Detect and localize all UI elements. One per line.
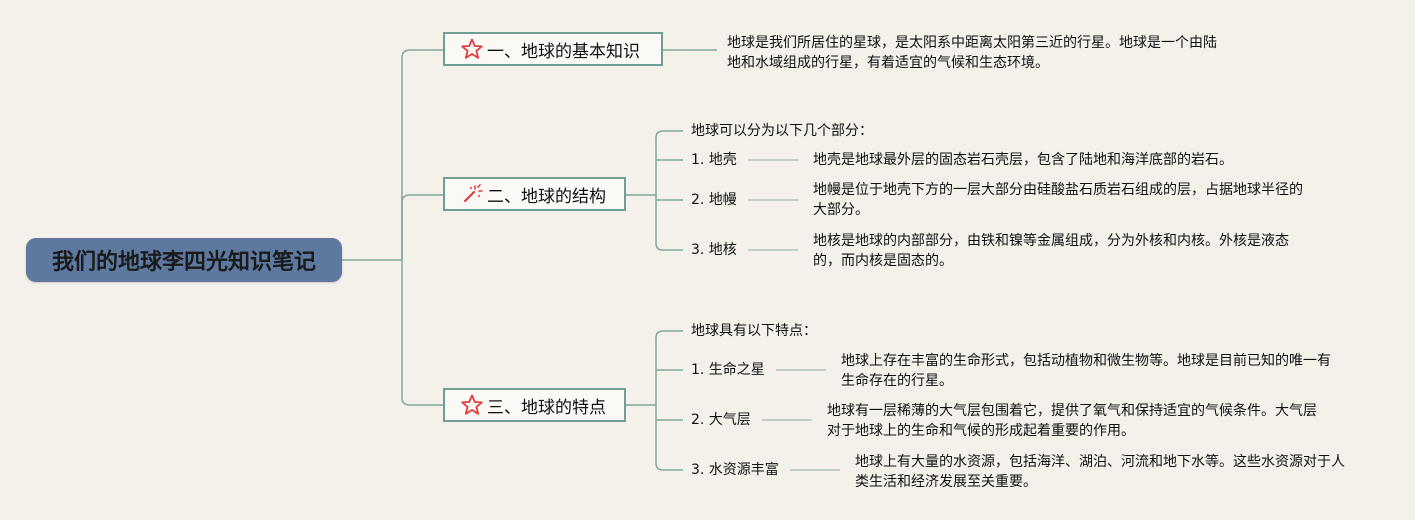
- branch-label: 一、地球的基本知识: [487, 41, 640, 62]
- desc-line: 类生活和经济发展至关重要。: [855, 474, 1037, 490]
- structure-intro[interactable]: 地球可以分为以下几个部分：: [691, 123, 873, 139]
- desc-line: 生命存在的行星。: [841, 373, 953, 389]
- core-description[interactable]: 地核是地球的内部部分，由铁和镍等金属组成，分为外核和内核。外核是液态 的，而内核…: [813, 231, 1333, 271]
- root-title: 我们的地球李四光知识笔记: [51, 250, 316, 275]
- desc-line: 对于地球上的生命和气候的形成起着重要的作用。: [827, 423, 1135, 439]
- desc-line: 地球有一层稀薄的大气层包围着它，提供了氧气和保持适宜的气候条件。大气层: [827, 403, 1317, 419]
- star-of-life-description[interactable]: 地球上存在丰富的生命形式，包括动植物和微生物等。地球是目前已知的唯一有 生命存在…: [841, 351, 1361, 391]
- leaf-star-of-life[interactable]: 1. 生命之星: [691, 362, 765, 378]
- atmosphere-description[interactable]: 地球有一层稀薄的大气层包围着它，提供了氧气和保持适宜的气候条件。大气层 对于地球…: [827, 401, 1347, 441]
- desc-line: 地球上存在丰富的生命形式，包括动植物和微生物等。地球是目前已知的唯一有: [841, 353, 1331, 369]
- branch-label: 三、地球的特点: [487, 397, 606, 418]
- leaf-core[interactable]: 3. 地核: [691, 242, 737, 258]
- root-topic[interactable]: 我们的地球李四光知识笔记: [26, 238, 342, 282]
- branch-basic-knowledge[interactable]: 一、地球的基本知识: [443, 32, 663, 66]
- features-intro[interactable]: 地球具有以下特点：: [691, 323, 817, 339]
- branch-label: 二、地球的结构: [487, 186, 606, 207]
- desc-line: 大部分。: [813, 202, 869, 218]
- branch-structure[interactable]: 二、地球的结构: [443, 177, 626, 211]
- star-icon: [459, 36, 485, 62]
- desc-line: 地幔是位于地壳下方的一层大部分由硅酸盐石质岩石组成的层，占据地球半径的: [813, 182, 1303, 198]
- leaf-water-resources[interactable]: 3. 水资源丰富: [691, 462, 779, 478]
- leaf-crust[interactable]: 1. 地壳: [691, 152, 737, 168]
- desc-line: 地和水域组成的行星，有着适宜的气候和生态环境。: [727, 55, 1049, 71]
- magic-wand-icon: [459, 181, 485, 207]
- desc-line: 的，而内核是固态的。: [813, 253, 953, 269]
- desc-line: 地壳是地球最外层的固态岩石壳层，包含了陆地和海洋底部的岩石。: [813, 152, 1233, 168]
- branch-features[interactable]: 三、地球的特点: [443, 388, 626, 422]
- desc-line: 地球上有大量的水资源，包括海洋、湖泊、河流和地下水等。这些水资源对于人: [855, 454, 1345, 470]
- crust-description[interactable]: 地壳是地球最外层的固态岩石壳层，包含了陆地和海洋底部的岩石。: [813, 150, 1333, 170]
- star-icon: [459, 392, 485, 418]
- water-resources-description[interactable]: 地球上有大量的水资源，包括海洋、湖泊、河流和地下水等。这些水资源对于人 类生活和…: [855, 452, 1375, 492]
- leaf-atmosphere[interactable]: 2. 大气层: [691, 412, 751, 428]
- desc-line: 地核是地球的内部部分，由铁和镍等金属组成，分为外核和内核。外核是液态: [813, 233, 1289, 249]
- basic-knowledge-description[interactable]: 地球是我们所居住的星球，是太阳系中距离太阳第三近的行星。地球是一个由陆 地和水域…: [727, 33, 1227, 73]
- leaf-mantle[interactable]: 2. 地幔: [691, 192, 737, 208]
- desc-line: 地球是我们所居住的星球，是太阳系中距离太阳第三近的行星。地球是一个由陆: [727, 35, 1217, 51]
- mantle-description[interactable]: 地幔是位于地壳下方的一层大部分由硅酸盐石质岩石组成的层，占据地球半径的 大部分。: [813, 180, 1333, 220]
